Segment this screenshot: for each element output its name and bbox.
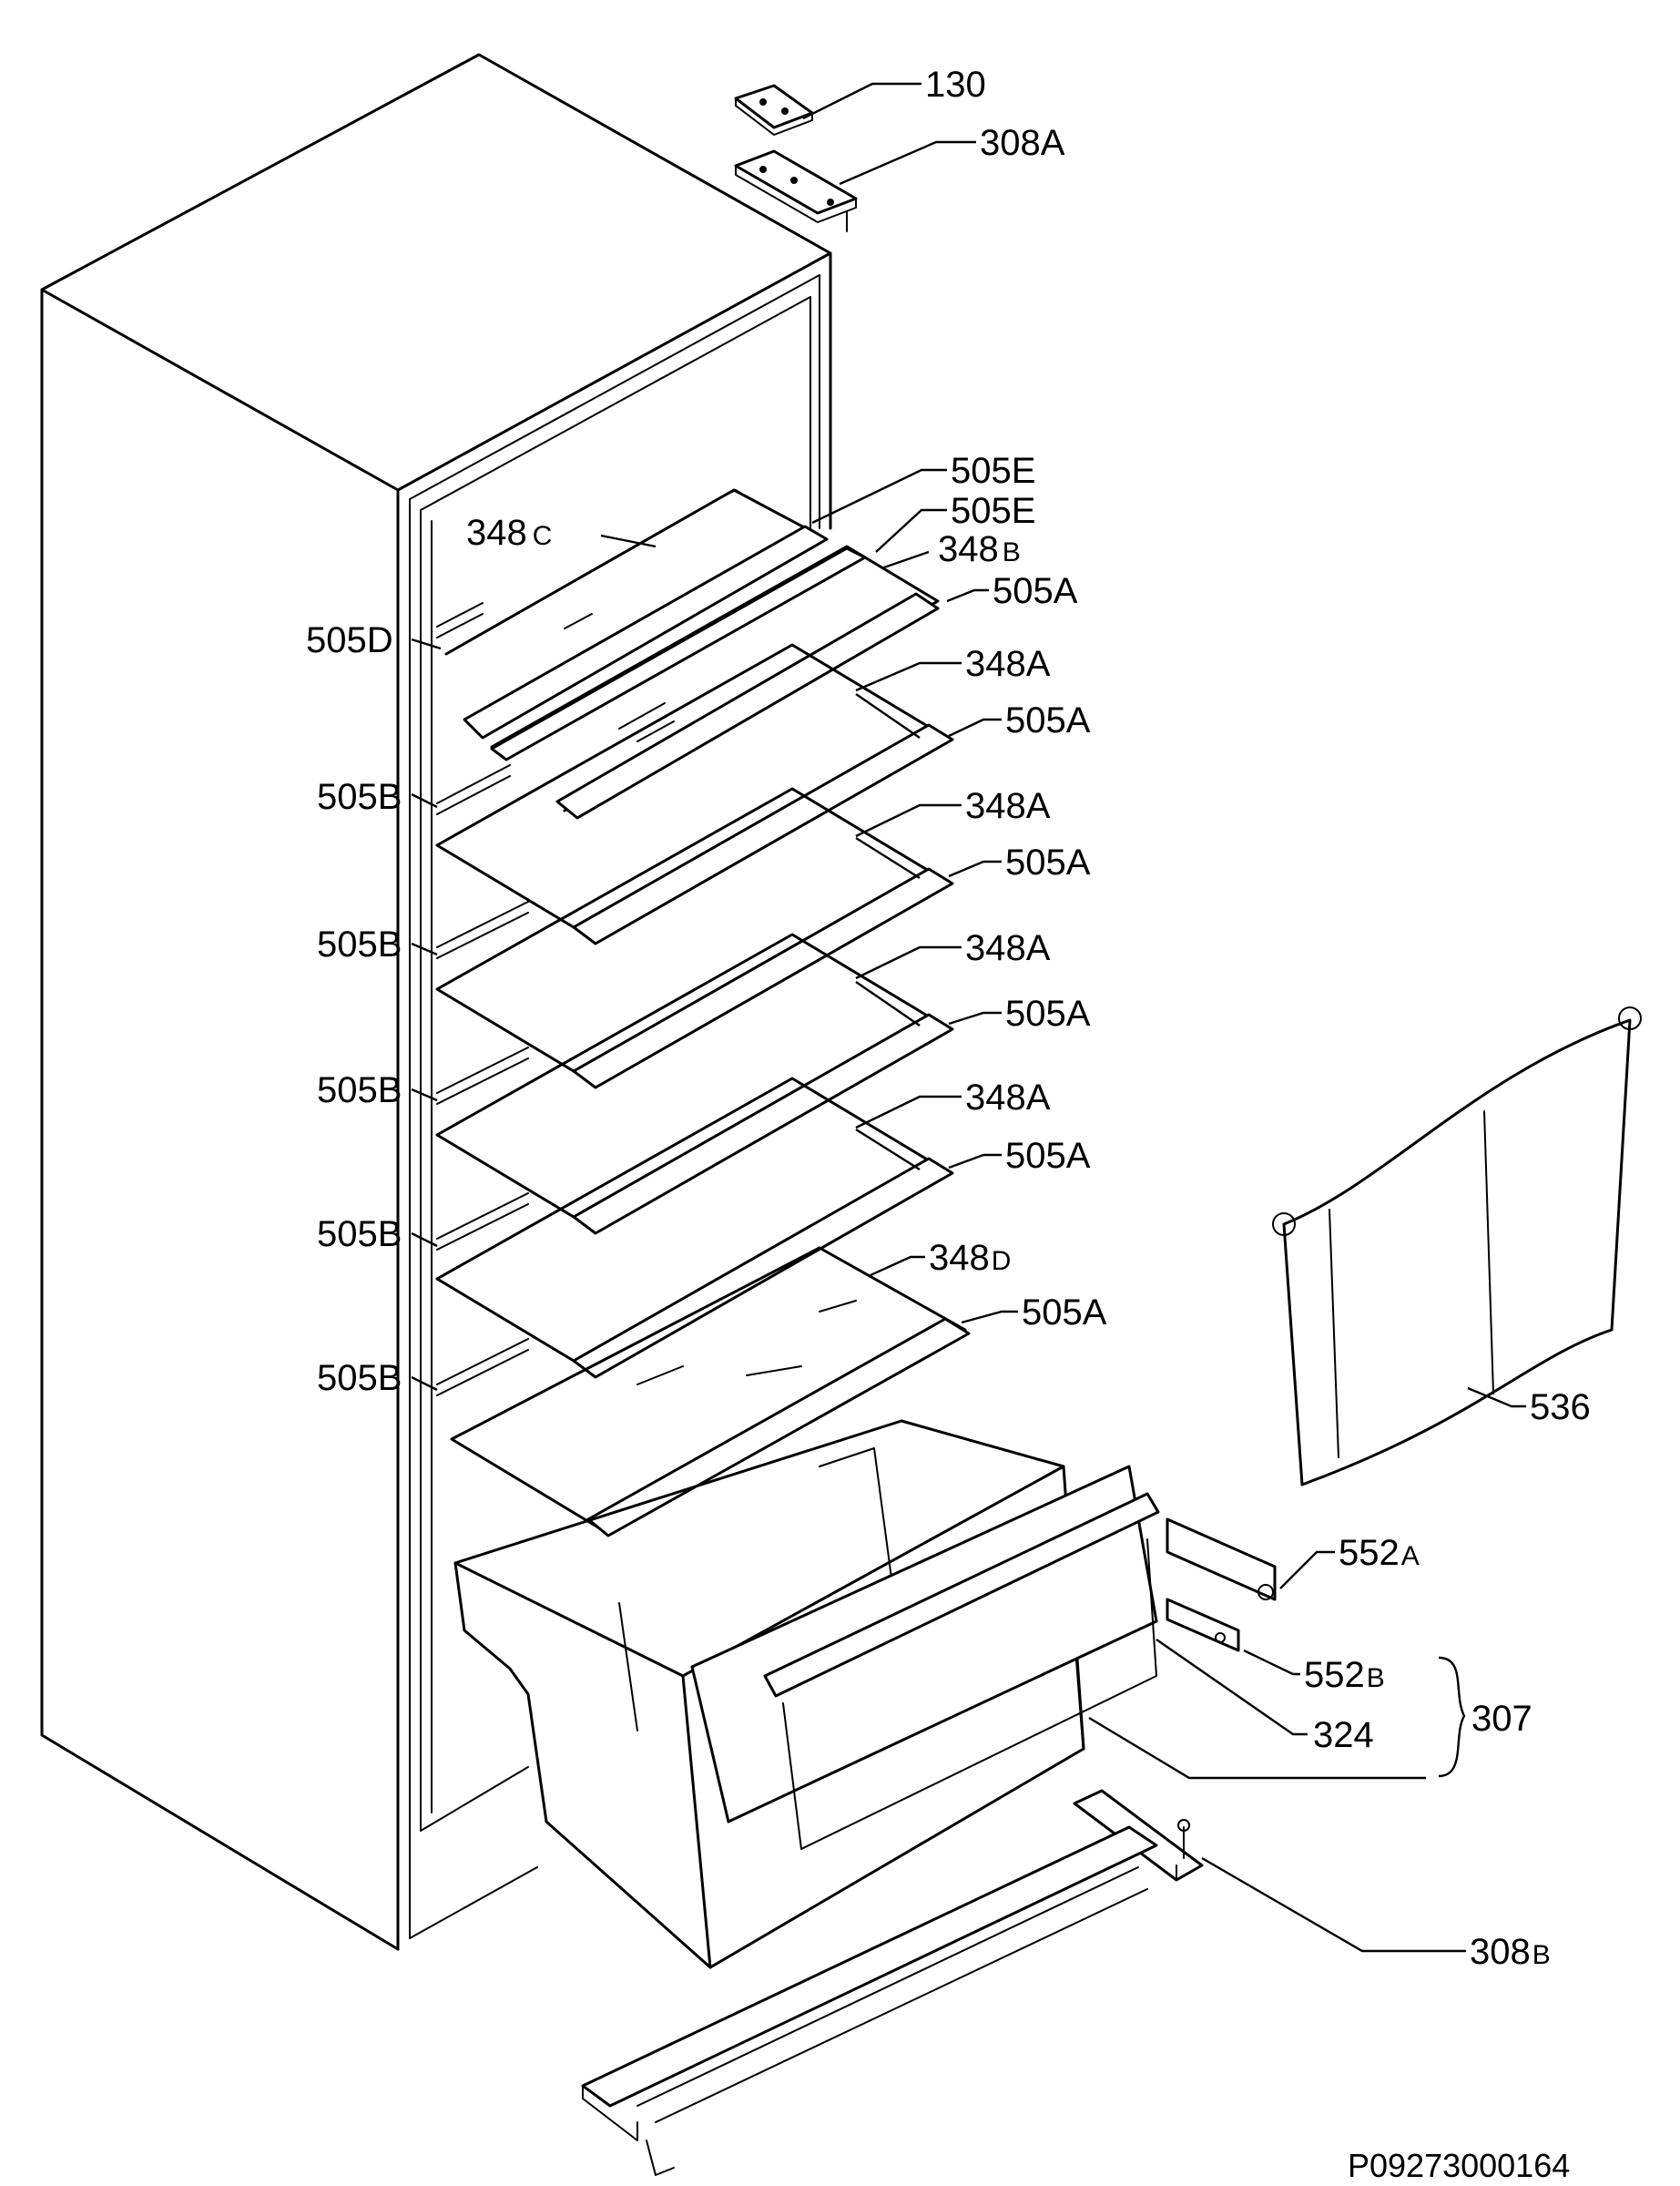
door-shelf-536 bbox=[1272, 1006, 1642, 1486]
callout-348a-1: 348A bbox=[965, 644, 1051, 684]
callout-552a: 552A bbox=[1339, 1533, 1420, 1573]
lower-hinge-308b bbox=[581, 1789, 1204, 2176]
callout-505b-5: 505B bbox=[317, 1358, 402, 1398]
callout-505a-4: 505A bbox=[1005, 994, 1091, 1034]
callout-308b: 308B bbox=[1470, 1932, 1551, 1972]
drawing-code: P09273000164 bbox=[1348, 2147, 1570, 2184]
hinge-cover-130 bbox=[734, 84, 814, 136]
callout-348a-3: 348A bbox=[965, 928, 1051, 968]
shelf-348c bbox=[444, 488, 829, 740]
callout-308a: 308A bbox=[980, 123, 1065, 163]
callout-505d: 505D bbox=[306, 620, 393, 660]
runner-552a bbox=[1166, 1517, 1277, 1601]
callout-536: 536 bbox=[1530, 1387, 1591, 1427]
crisper-drawer bbox=[453, 1419, 1160, 1969]
shelf-support-rails bbox=[436, 602, 529, 1396]
shelf-348a-4 bbox=[435, 1077, 954, 1379]
callout-505a-1: 505A bbox=[993, 571, 1078, 611]
shelf-348a-2 bbox=[435, 787, 954, 1089]
callout-505b-2: 505B bbox=[317, 924, 402, 965]
callout-552b: 552B bbox=[1304, 1655, 1385, 1695]
callout-505a-6: 505A bbox=[1022, 1292, 1107, 1333]
callout-505a-2: 505A bbox=[1005, 700, 1091, 741]
callout-505e-1: 505E bbox=[951, 451, 1035, 491]
callout-307: 307 bbox=[1471, 1699, 1532, 1739]
callout-348a-4: 348A bbox=[965, 1078, 1051, 1118]
shelf-348b bbox=[490, 545, 940, 820]
callout-324: 324 bbox=[1313, 1715, 1374, 1755]
leader-lines bbox=[411, 82, 1526, 1953]
runner-552b bbox=[1166, 1598, 1240, 1652]
callout-505a-5: 505A bbox=[1005, 1136, 1091, 1176]
callout-348d: 348D bbox=[929, 1238, 1011, 1278]
upper-hinge-308a bbox=[734, 149, 858, 232]
callout-505b-1: 505B bbox=[317, 777, 402, 817]
callout-505e-2: 505E bbox=[951, 491, 1035, 531]
callout-348a-2: 348A bbox=[965, 786, 1051, 826]
shelf-348d bbox=[450, 1246, 971, 1537]
shelf-348a-3 bbox=[435, 933, 954, 1235]
fridge-cabinet bbox=[40, 53, 832, 1951]
callout-505a-3: 505A bbox=[1005, 843, 1091, 883]
callout-130: 130 bbox=[925, 65, 986, 105]
shelf-348a-1 bbox=[435, 643, 954, 945]
callout-505b-3: 505B bbox=[317, 1070, 402, 1110]
callout-505b-4: 505B bbox=[317, 1214, 402, 1254]
